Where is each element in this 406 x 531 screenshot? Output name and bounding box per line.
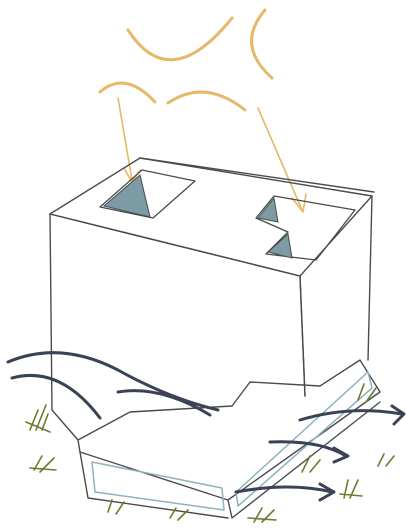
grass-tuft — [30, 456, 56, 472]
skylight-right — [256, 196, 355, 260]
sun-arc-center — [168, 92, 245, 110]
wind-right-3 — [236, 487, 332, 492]
sun-arc-right — [252, 10, 272, 78]
front-wall — [50, 214, 305, 410]
wall-bottom-left — [52, 410, 78, 440]
l-shaped-ground-duct — [78, 360, 380, 518]
roof-edge-back — [140, 158, 374, 192]
wind-right-1-head — [392, 406, 404, 424]
sun-icon — [100, 10, 272, 110]
duct-side-inner — [236, 372, 372, 506]
grass-tuft — [340, 480, 362, 498]
sun-ray-right — [258, 108, 302, 210]
skylight-right-glass — [258, 198, 292, 258]
roof-outline — [50, 158, 372, 276]
wind-right-1 — [300, 411, 402, 420]
skylight-left — [100, 170, 195, 218]
building-block — [50, 158, 374, 440]
wind-right-2-head — [334, 448, 348, 462]
grass-tuft — [26, 405, 50, 432]
skylight-left-glass — [104, 175, 150, 217]
grass-tuft — [302, 456, 320, 472]
wind-streams — [8, 353, 404, 500]
grass-tuft — [248, 508, 276, 522]
wind-left-2 — [12, 375, 100, 418]
grass-tuft — [378, 454, 394, 466]
sunlight-arrows — [118, 98, 306, 212]
duct-top-outline — [78, 360, 380, 500]
sun-arc-left-small — [100, 83, 155, 102]
sun-arc-top — [128, 18, 232, 60]
side-wall — [300, 196, 372, 396]
